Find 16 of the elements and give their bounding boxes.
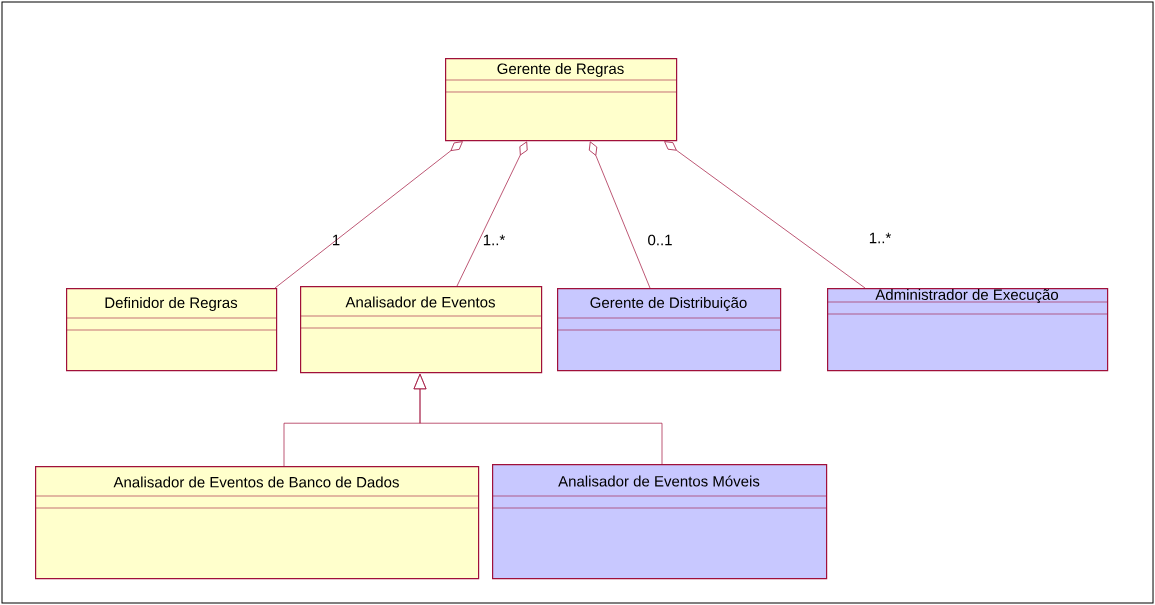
multiplicity-label: 1..* [483, 234, 506, 246]
multiplicity-label: 1 [333, 234, 340, 246]
class-box: Analisador de Eventos Móveis [491, 464, 828, 580]
class-box: Definidor de Regras [65, 288, 278, 372]
class-box: Gerente de Regras [444, 58, 678, 142]
multiplicity-label: 0..1 [648, 234, 672, 246]
aggregation-line [274, 141, 463, 289]
class-box: Gerente de Distribuição [556, 288, 782, 372]
multiplicity-label: 1..* [869, 232, 892, 244]
class-box: Administrador de Execução [826, 288, 1109, 372]
aggregation-line [664, 141, 866, 289]
aggregation-line [588, 141, 651, 289]
class-box: Analisador de Eventos [299, 286, 543, 374]
generalization-arrow [413, 373, 663, 465]
class-box: Analisador de Eventos de Banco de Dados [34, 466, 480, 580]
aggregation-line [456, 141, 528, 287]
